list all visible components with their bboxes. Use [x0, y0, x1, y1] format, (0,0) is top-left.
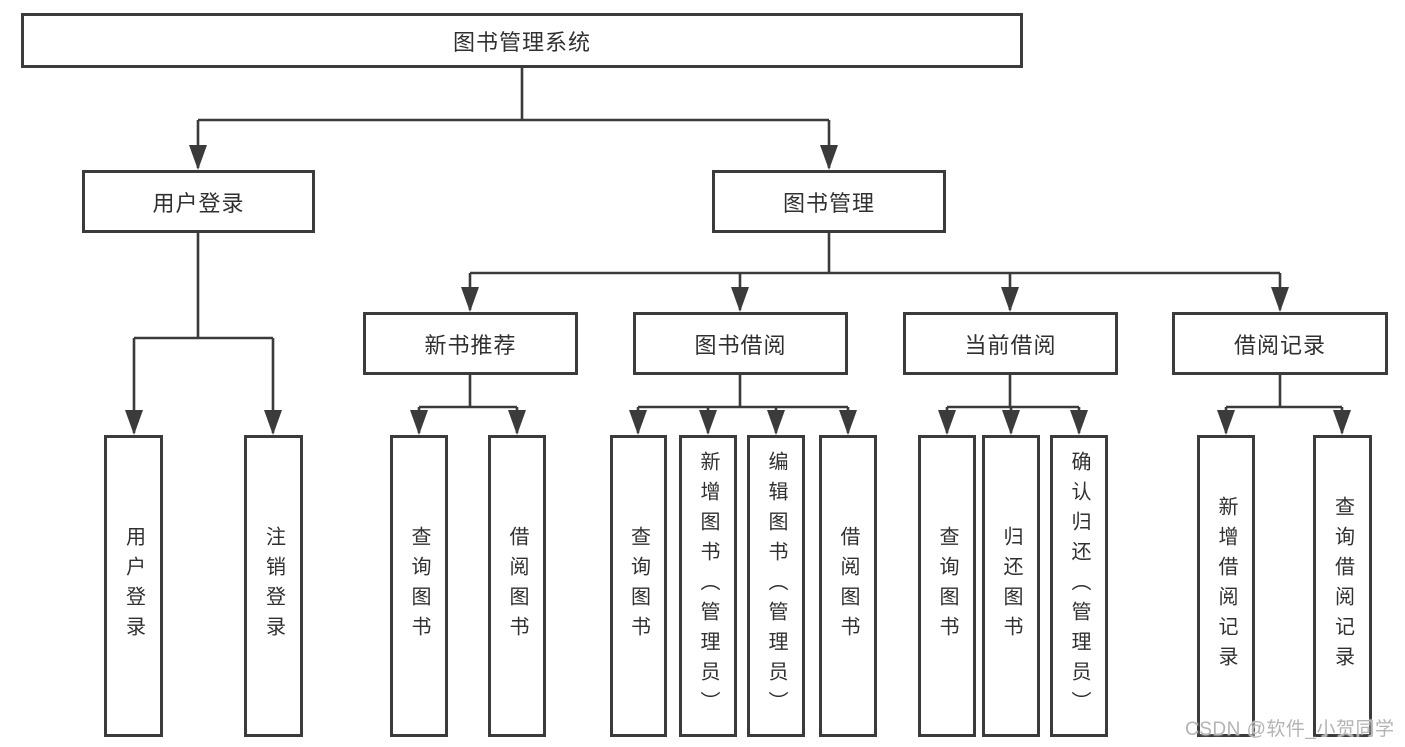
leaf-recommend-query-books: 查询图书 — [390, 435, 448, 737]
leaf-current-return-books: 归还图书 — [982, 435, 1040, 737]
node-new-book-recommend: 新书推荐 — [363, 312, 578, 375]
leaf-records-add-record: 新增借阅记录 — [1197, 435, 1255, 737]
leaf-recommend-borrow-books: 借阅图书 — [488, 435, 546, 737]
leaf-current-return-books-label: 归还图书 — [1000, 526, 1022, 646]
node-book-management: 图书管理 — [712, 170, 946, 233]
node-new-book-recommend-label: 新书推荐 — [424, 332, 517, 358]
leaf-records-query-record: 查询借阅记录 — [1313, 435, 1372, 737]
leaf-borrowing-query-books-label: 查询图书 — [627, 526, 650, 646]
leaf-current-confirm-return-label: 确认归还（管理员） — [1068, 451, 1090, 721]
leaf-current-query-books-label: 查询图书 — [936, 526, 958, 646]
node-library-system-label: 图书管理系统 — [452, 29, 591, 55]
csdn-watermark: CSDN @软件_小贺同学 — [1185, 719, 1395, 740]
leaf-logout: 注销登录 — [244, 435, 303, 737]
leaf-borrowing-edit-books: 编辑图书（管理员） — [747, 435, 805, 737]
leaf-borrowing-borrow-books-label: 借阅图书 — [837, 526, 859, 646]
leaf-borrowing-edit-books-label: 编辑图书（管理员） — [765, 451, 787, 721]
leaf-borrowing-add-books: 新增图书（管理员） — [679, 435, 737, 737]
leaf-user-login: 用户登录 — [104, 435, 163, 737]
node-current-borrowing-label: 当前借阅 — [964, 332, 1057, 358]
node-user-login: 用户登录 — [82, 170, 315, 233]
leaf-user-login-label: 用户登录 — [122, 526, 145, 646]
leaf-recommend-borrow-books-label: 借阅图书 — [506, 526, 528, 646]
node-borrowing-records: 借阅记录 — [1172, 312, 1388, 375]
leaf-records-add-record-label: 新增借阅记录 — [1215, 496, 1237, 676]
node-library-system: 图书管理系统 — [21, 13, 1023, 68]
leaf-borrowing-add-books-label: 新增图书（管理员） — [697, 451, 719, 721]
node-user-login-label: 用户登录 — [152, 190, 245, 216]
leaf-current-confirm-return: 确认归还（管理员） — [1050, 435, 1108, 737]
leaf-recommend-query-books-label: 查询图书 — [408, 526, 430, 646]
leaf-logout-label: 注销登录 — [262, 526, 285, 646]
node-book-borrowing-label: 图书借阅 — [694, 332, 787, 358]
leaf-borrowing-query-books: 查询图书 — [610, 435, 667, 737]
node-book-management-label: 图书管理 — [782, 190, 875, 216]
leaf-borrowing-borrow-books: 借阅图书 — [819, 435, 877, 737]
leaf-current-query-books: 查询图书 — [918, 435, 976, 737]
node-book-borrowing: 图书借阅 — [633, 312, 848, 375]
node-borrowing-records-label: 借阅记录 — [1233, 332, 1326, 358]
node-current-borrowing: 当前借阅 — [903, 312, 1118, 375]
leaf-records-query-record-label: 查询借阅记录 — [1331, 496, 1354, 676]
